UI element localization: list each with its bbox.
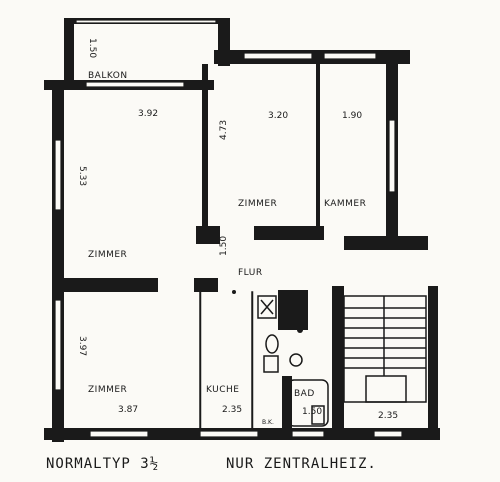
dim-balkon-depth: 1.50 [87, 38, 97, 58]
label-flur: FLUR [238, 268, 263, 278]
dim-zimmer-bottom-depth: 3.97 [77, 336, 87, 356]
dim-zimmer-bottom-width: 3.87 [118, 405, 138, 415]
label-zimmer-left: ZIMMER [88, 250, 127, 260]
dim-flur-width: 1.50 [219, 236, 229, 256]
dim-zimmer-left-width: 3.92 [138, 109, 158, 119]
fixtures [232, 290, 329, 427]
label-bad: BAD [294, 389, 315, 399]
label-kuche: KUCHE [206, 385, 240, 395]
label-kammer: KAMMER [324, 199, 366, 209]
dim-zimmer-top-depth: 4.73 [219, 120, 229, 140]
dim-bad-width: 1.50 [302, 407, 322, 417]
label-zimmer-top: ZIMMER [238, 199, 277, 209]
caption-heating: NUR ZENTRALHEIZ. [226, 456, 377, 472]
caption-type: NORMALTYP 3½ [46, 456, 159, 472]
dim-kammer-width: 1.90 [342, 111, 362, 121]
label-balkon: BALKON [88, 71, 128, 81]
dim-stair-width: 2.35 [378, 411, 398, 421]
label-bk: B.K. [262, 419, 274, 426]
staircase [343, 295, 427, 403]
dim-zimmer-top-width: 3.20 [268, 111, 288, 121]
label-zimmer-bottom: ZIMMER [88, 385, 127, 395]
dim-kuche-width: 2.35 [222, 405, 242, 415]
dim-zimmer-left-depth: 5.33 [77, 166, 87, 186]
interior-walls [64, 64, 428, 440]
